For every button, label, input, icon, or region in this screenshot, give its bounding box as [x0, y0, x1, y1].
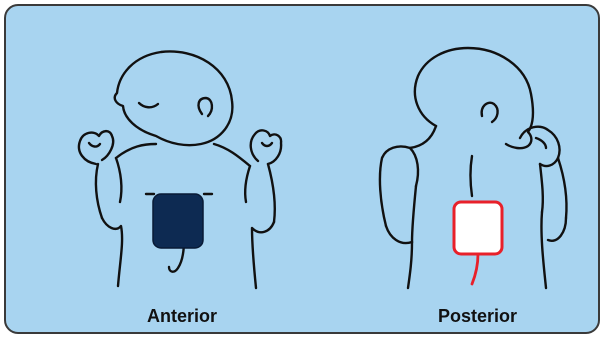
anterior-pad: [153, 194, 203, 248]
infant-front-figure: [79, 51, 281, 288]
diagram-frame: Anterior Posterior: [4, 4, 600, 334]
posterior-label: Posterior: [438, 306, 517, 327]
anterior-label: Anterior: [147, 306, 217, 327]
diagram-illustration: [6, 6, 598, 332]
posterior-pad-lead: [472, 254, 478, 284]
posterior-pad: [454, 202, 502, 254]
